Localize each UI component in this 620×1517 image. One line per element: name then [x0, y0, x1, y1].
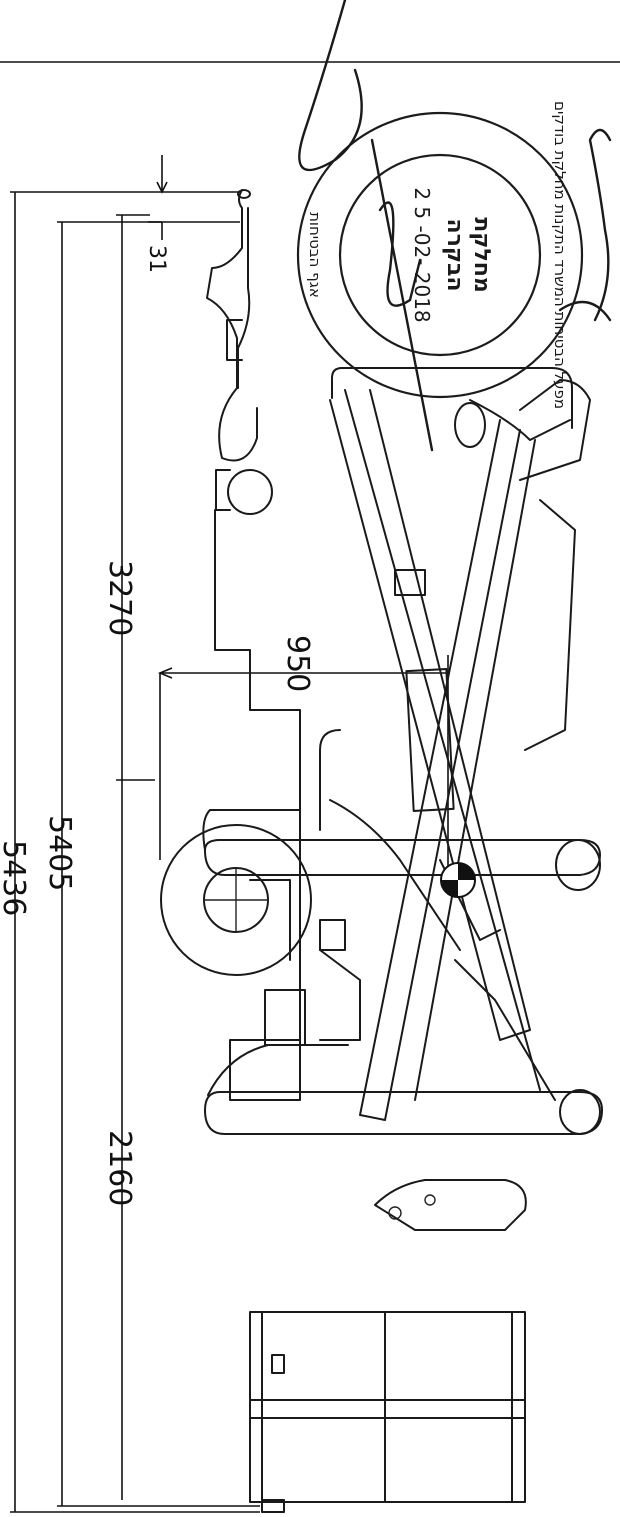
- tow-bar: [206, 189, 301, 851]
- dimension-3270: 3270: [102, 214, 150, 780]
- dimension-950: 950: [157, 635, 449, 880]
- stamp-line-1: מחלקת: [469, 217, 494, 293]
- dim-31-label: 31: [144, 245, 169, 273]
- basket-linkage: [374, 1179, 527, 1231]
- stamp-ring-text: מפעל הבטיחות המשרד התקנות מחלקת בודקים: [551, 101, 569, 409]
- base-frame: [202, 729, 461, 1101]
- stamp-signature-text: אגף הבטיחות: [306, 212, 324, 298]
- dimension-2160: 2160: [102, 779, 155, 1500]
- dim-950-label: 950: [280, 635, 315, 692]
- handwritten-signature: [298, 0, 612, 452]
- chassis-front-axle: [160, 824, 601, 976]
- dimension-5405: 5405: [42, 221, 260, 1507]
- upper-boom-head: [331, 367, 573, 596]
- work-basket: [249, 1311, 526, 1513]
- dim-3270-label: 3270: [102, 560, 137, 636]
- approval-stamp: מחלקת הבקרה 2 5 -02- 2018 מפעל הבטיחות ה…: [296, 101, 584, 409]
- dim-5436-label: 5436: [0, 840, 31, 916]
- dim-5405-label: 5405: [42, 815, 77, 891]
- dimension-5436: 5436: [0, 191, 260, 1513]
- center-of-gravity-icon: [440, 862, 476, 898]
- stamp-line-2: הבקרה: [442, 218, 467, 291]
- stamp-date: 2 5 -02- 2018: [410, 187, 434, 322]
- chassis-rear-axle: [204, 1044, 603, 1135]
- dimension-31: 31: [144, 155, 169, 273]
- dim-2160-label: 2160: [102, 1130, 137, 1206]
- scissor-arms: [329, 379, 591, 1121]
